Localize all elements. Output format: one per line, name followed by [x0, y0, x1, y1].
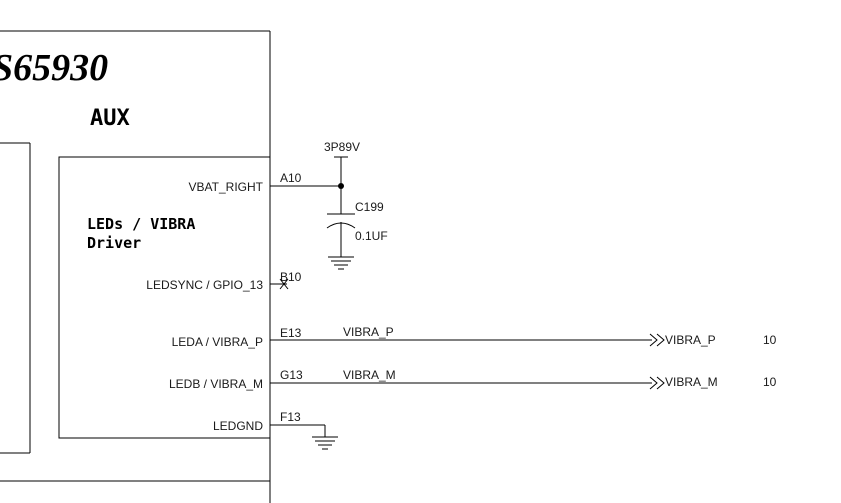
block-title-line2: Driver [87, 234, 141, 252]
chip-name: S65930 [0, 47, 108, 89]
capacitor-ref: C199 [355, 200, 384, 214]
section-name: AUX [90, 106, 130, 131]
ledgnd-wire [270, 424, 326, 437]
pin-number-a10: A10 [280, 171, 302, 185]
vibra-m-page-ref: 10 [763, 375, 777, 389]
power-rail-label: 3P89V [324, 140, 360, 154]
vibra-p-port-label: VIBRA_P [665, 333, 716, 347]
block-title-line1: LEDs / VIBRA [87, 215, 195, 233]
pin-number-e13: E13 [280, 326, 302, 340]
vibra-p-offpage-arrow [649, 333, 665, 347]
led-vibra-block [58, 156, 271, 439]
vibra-m-port-label: VIBRA_M [665, 375, 718, 389]
pin-name-ledgnd: LEDGND [213, 419, 263, 433]
no-connect-marker [279, 278, 289, 290]
power-rail-symbol [334, 156, 348, 214]
ground-symbol-cap [328, 256, 354, 270]
vibra-p-page-ref: 10 [763, 333, 777, 347]
vibra-m-offpage-arrow [649, 376, 665, 390]
pin-number-f13: F13 [280, 410, 301, 424]
pin-name-leda: LEDA / VIBRA_P [172, 335, 263, 349]
pin-name-vbat-right: VBAT_RIGHT [189, 180, 264, 194]
pin-number-b10: B10 [280, 270, 302, 284]
pin-name-ledb: LEDB / VIBRA_M [169, 377, 263, 391]
capacitor-symbol [326, 213, 356, 257]
adjacent-block-outline [0, 142, 31, 454]
capacitor-value: 0.1UF [355, 229, 388, 243]
pin-number-g13: G13 [280, 368, 303, 382]
pin-name-ledsync: LEDSYNC / GPIO_13 [146, 278, 263, 292]
ground-symbol-ledgnd [312, 436, 338, 450]
vibra-p-net-label: VIBRA_P [343, 325, 394, 339]
vibra-m-net-label: VIBRA_M [343, 368, 396, 382]
